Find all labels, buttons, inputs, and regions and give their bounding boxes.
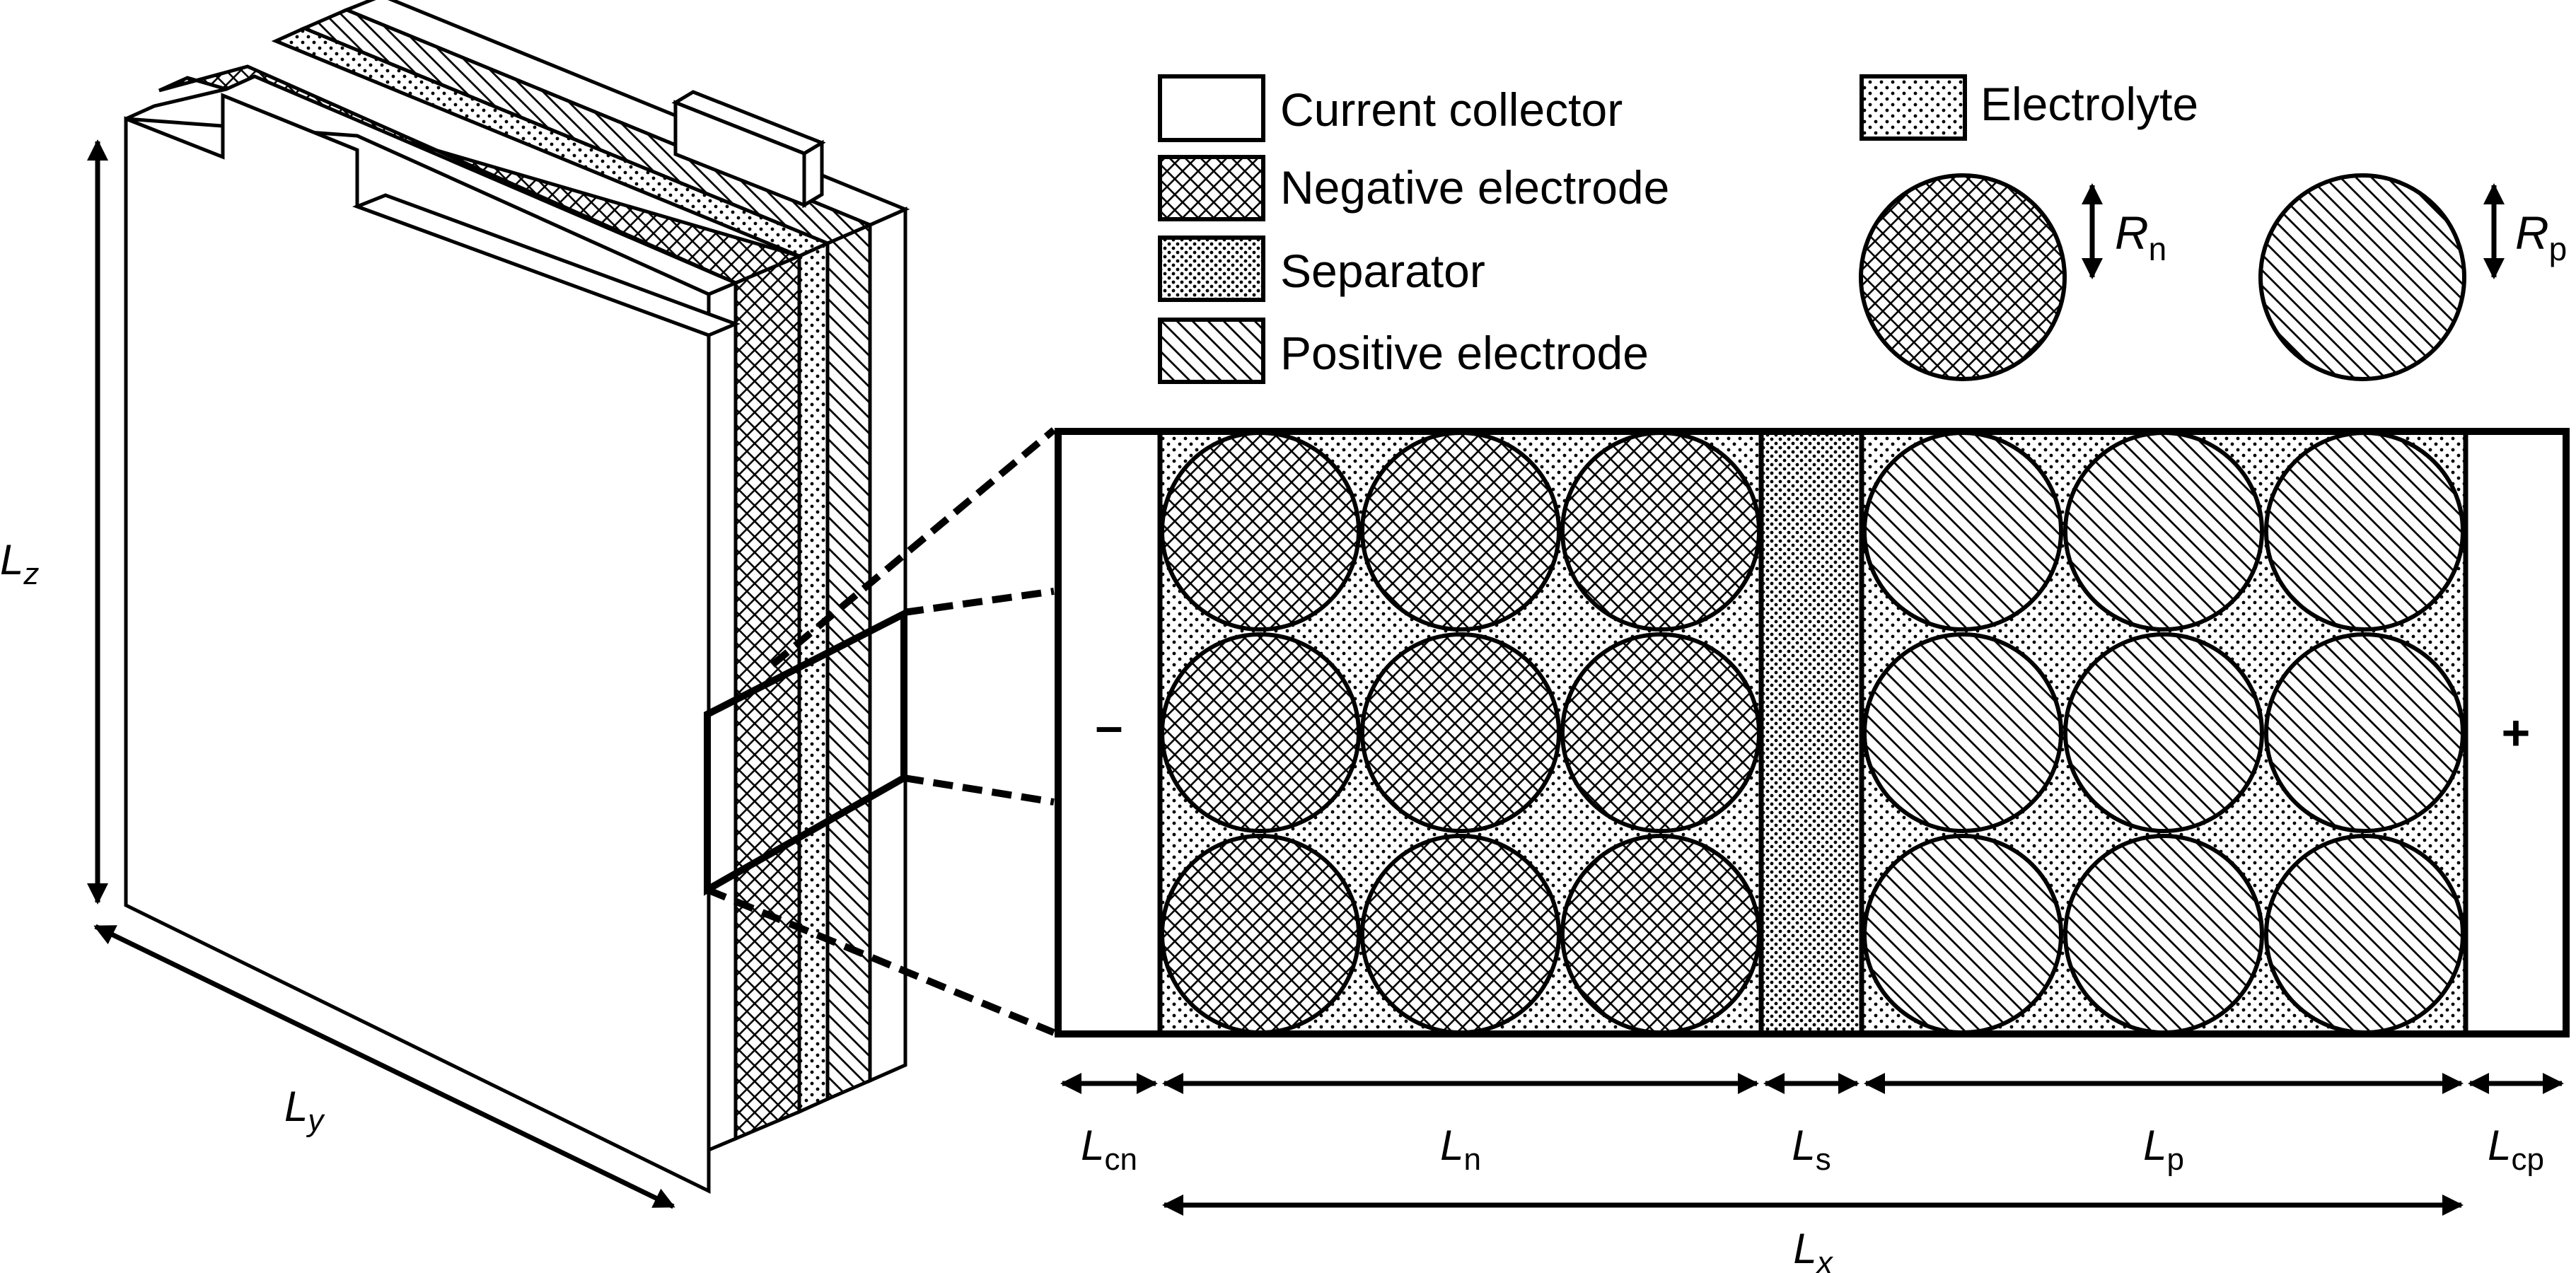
swatch-current-collector (1158, 74, 1265, 142)
positive-particle (2258, 173, 2466, 381)
rn-label: Rn (2115, 207, 2166, 267)
rp-label: Rp (2515, 207, 2567, 267)
legend-label-separator: Separator (1280, 245, 1485, 297)
cell-front-face (124, 93, 711, 1194)
positive-particle-r2-c2 (2063, 632, 2264, 833)
legend-item-positive-electrode: Positive electrode (1158, 318, 1649, 384)
lcn-label: Lcn (1081, 1122, 1137, 1177)
positive-particle-r2-c3 (2264, 632, 2465, 833)
ln-label: Ln (1440, 1122, 1481, 1177)
negative-particle-r2-c3 (1560, 632, 1761, 833)
pouch-cell-3d (124, 0, 910, 1194)
positive-particle-r1-c1 (1862, 431, 2063, 632)
swatch-negative-electrode (1158, 155, 1265, 221)
cell-top-separator (271, 26, 832, 258)
positive-tab-side (802, 139, 824, 209)
lp-label: Lp (2143, 1122, 2184, 1177)
cell-front-top-strip (352, 193, 741, 337)
cross-section-border (1055, 428, 2570, 1037)
cell-top-negative-electrode (158, 64, 805, 285)
negative-particle-r1-c2 (1360, 431, 1561, 632)
legend-label-negative-electrode: Negative electrode (1280, 161, 1669, 214)
swatch-positive-electrode (1158, 318, 1265, 384)
positive-particle-r3-c1 (1862, 834, 2063, 1035)
negative-particle-r3-c2 (1360, 834, 1561, 1035)
cell-side-separator (797, 240, 830, 1115)
positive-terminal-sign: + (2502, 705, 2531, 760)
legend-label-current-collector: Current collector (1280, 83, 1623, 136)
negative-particle-r3-c1 (1160, 834, 1361, 1035)
cell-side-positive-electrode (825, 222, 872, 1102)
layer-dimension-arrows (1060, 1073, 2564, 1216)
particle-grid (1160, 431, 2465, 1035)
positive-collector-layer (2466, 431, 2566, 1034)
legend-item-current-collector: Current collector (1158, 74, 1623, 142)
cell-side-positive-collector (868, 207, 907, 1083)
legend-label-positive-electrode: Positive electrode (1280, 327, 1649, 379)
negative-particle-r1-c1 (1160, 431, 1361, 632)
legend: Current collector Negative electrode Sep… (1158, 74, 2198, 384)
positive-particle-r3-c3 (2264, 834, 2465, 1035)
legend-item-separator: Separator (1158, 236, 1485, 302)
layer-cross-section: – + (1055, 428, 2570, 1037)
lz-label: Lz (0, 536, 39, 591)
ly-arrow (93, 924, 675, 1209)
cell-dimension-arrows (87, 139, 675, 1209)
negative-particle (1859, 173, 2067, 381)
positive-tab-front (673, 100, 806, 208)
positive-particle-r2-c1 (1862, 632, 2063, 833)
separator-layer (1761, 431, 1862, 1034)
legend-item-negative-electrode: Negative electrode (1158, 155, 1669, 221)
negative-particle-r1-c3 (1560, 431, 1761, 632)
ls-label: Ls (1792, 1122, 1831, 1177)
lcp-label: Lcp (2488, 1122, 2544, 1177)
ly-label: Ly (284, 1083, 325, 1138)
negative-particle-r2-c2 (1360, 632, 1561, 833)
positive-particle-r1-c3 (2264, 431, 2465, 632)
zoom-lines (706, 427, 1057, 1036)
negative-particle-r2-c1 (1160, 632, 1361, 833)
negative-collector-layer (1058, 431, 1160, 1034)
negative-tab-top (124, 74, 741, 296)
lx-label: Lx (1793, 1225, 1833, 1273)
legend-label-electrolyte: Electrolyte (1980, 78, 2198, 130)
swatch-electrolyte (1860, 74, 1967, 141)
particle-radius-illustration: Rn Rp (1859, 173, 2567, 381)
cell-side-negative-collector (707, 280, 738, 1153)
positive-particle-r1-c2 (2063, 431, 2264, 632)
positive-particle-r3-c2 (2063, 834, 2264, 1035)
legend-item-electrolyte: Electrolyte (1860, 74, 2198, 141)
negative-terminal-sign: – (1096, 698, 1123, 753)
negative-particle-r3-c3 (1560, 834, 1761, 1035)
swatch-separator (1158, 236, 1265, 302)
